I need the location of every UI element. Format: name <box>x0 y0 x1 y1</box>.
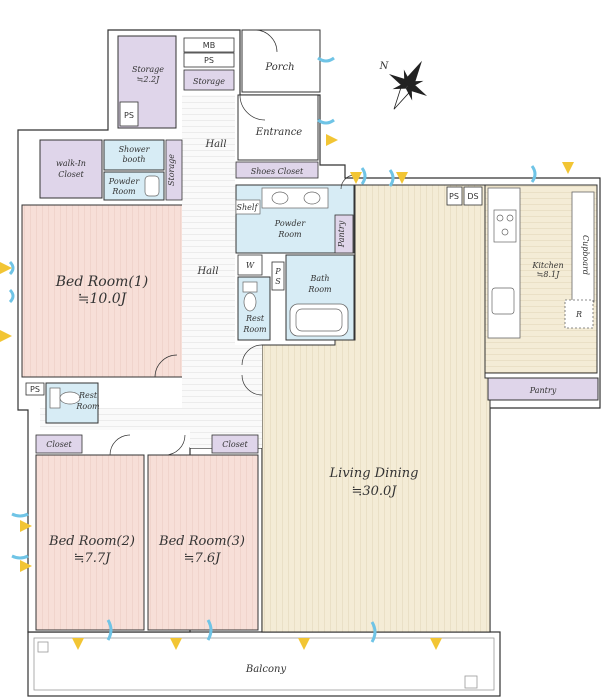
rest-room-1-label-a: Rest <box>245 314 265 323</box>
bath-room: Bath Room <box>285 254 355 341</box>
living-dining-area: ≒30.0J <box>351 484 397 499</box>
ds-right-label: DS <box>467 192 478 201</box>
entrance: Entrance <box>237 94 319 161</box>
hall: Hall Hall <box>40 95 262 448</box>
compass-icon: N <box>379 60 428 110</box>
powder-room-label-2: Room <box>277 230 302 239</box>
ps-top-label: PS <box>204 56 214 65</box>
ps-mid-label-2: S <box>275 277 281 286</box>
living-dining-label: Living Dining <box>329 466 419 481</box>
closet-right: Closet <box>211 434 259 454</box>
porch-label: Porch <box>264 62 294 73</box>
door-swings <box>109 174 356 456</box>
storage-mid-label: Storage <box>193 77 225 86</box>
shower-label-2: booth <box>122 155 145 164</box>
rest-room-2: Rest Room <box>45 382 100 424</box>
pantry-small-label: Pantry <box>337 220 346 248</box>
ps-mid: P S <box>271 261 285 291</box>
shelf-label: Shelf <box>237 203 260 212</box>
storage-vert-label: Storage <box>167 154 176 186</box>
balcony: Balcony <box>27 631 501 697</box>
window-markers <box>0 56 574 650</box>
walk-in-label-2: Closet <box>58 170 84 179</box>
kitchen-area: ≒8.1J <box>537 270 560 279</box>
bath-label-1: Bath <box>309 274 329 283</box>
closet-left-label: Closet <box>46 440 72 449</box>
mb-label: MB <box>203 41 215 50</box>
bedroom-3: Bed Room(3) ≒7.6J <box>147 454 259 631</box>
shower-booth: Shower booth <box>103 139 165 171</box>
powder-room: Shelf Powder Room <box>235 184 355 254</box>
bed-room-3-area: ≒7.6J <box>184 551 222 566</box>
storage-top-label: Storage <box>132 65 164 74</box>
closet-right-label: Closet <box>222 440 248 449</box>
bed-room-1-area: ≒10.0J <box>78 291 128 307</box>
porch: Porch <box>241 29 321 93</box>
rest-room-1: Rest Room <box>237 276 271 341</box>
shoes-closet: Shoes Closet <box>235 161 319 179</box>
pantry-big: Pantry <box>487 377 599 401</box>
shoes-closet-label: Shoes Closet <box>251 167 304 176</box>
hall-mid-label: Hall <box>196 266 218 277</box>
bed-room-3-label: Bed Room(3) <box>158 534 245 549</box>
bedroom-1: Bed Room(1) ≒10.0J <box>21 204 188 378</box>
cupboard-label: Cupboard <box>581 235 590 275</box>
kitchen: Kitchen ≒8.1J Cupboard R <box>484 184 598 374</box>
bedroom-2: Bed Room(2) ≒7.7J <box>35 454 145 631</box>
powder-room-small: Powder Room <box>103 171 165 201</box>
washer: W <box>237 254 263 276</box>
pantry-small: Pantry <box>334 214 354 254</box>
bath-label-2: Room <box>307 285 332 294</box>
shower-label-1: Shower <box>119 145 151 154</box>
storage-top: Storage ≒2.2J PS <box>117 35 177 129</box>
compass-label: N <box>379 61 390 72</box>
ps-left-label: PS <box>124 111 134 120</box>
powder-small-label-2: Room <box>111 187 136 196</box>
rest-room-2-label-a: Rest <box>78 391 98 400</box>
washer-label: W <box>246 261 255 270</box>
ps-low: PS <box>25 382 45 396</box>
pantry-big-label: Pantry <box>529 386 557 395</box>
ps-low-label: PS <box>30 385 40 394</box>
walk-in-label-1: walk-In <box>56 159 86 168</box>
mb-ps-storage: MB PS Storage <box>183 37 235 91</box>
closet-left: Closet <box>35 434 83 454</box>
walk-in-closet: walk-In Closet <box>39 139 103 199</box>
powder-room-label-1: Powder <box>274 219 307 228</box>
storage-top-area: ≒2.2J <box>137 75 160 84</box>
powder-small-label-1: Powder <box>108 177 141 186</box>
balcony-label: Balcony <box>245 664 287 675</box>
bed-room-1-label: Bed Room(1) <box>55 274 149 290</box>
bed-room-2-label: Bed Room(2) <box>48 534 135 549</box>
ps-ds: PS DS <box>446 186 483 206</box>
hall-top-label: Hall <box>204 139 226 150</box>
bed-room-2-area: ≒7.7J <box>74 551 112 566</box>
fridge-label: R <box>575 310 582 319</box>
ps-right-label: PS <box>449 192 459 201</box>
living-dining: Living Dining ≒30.0J <box>261 184 491 633</box>
kitchen-label: Kitchen <box>531 261 563 270</box>
ps-mid-label-1: P <box>274 267 281 276</box>
entrance-label: Entrance <box>255 127 303 138</box>
rest-room-2-label-b: Room <box>75 402 100 411</box>
storage-vertical: Storage <box>165 139 183 201</box>
rest-room-1-label-b: Room <box>242 325 267 334</box>
